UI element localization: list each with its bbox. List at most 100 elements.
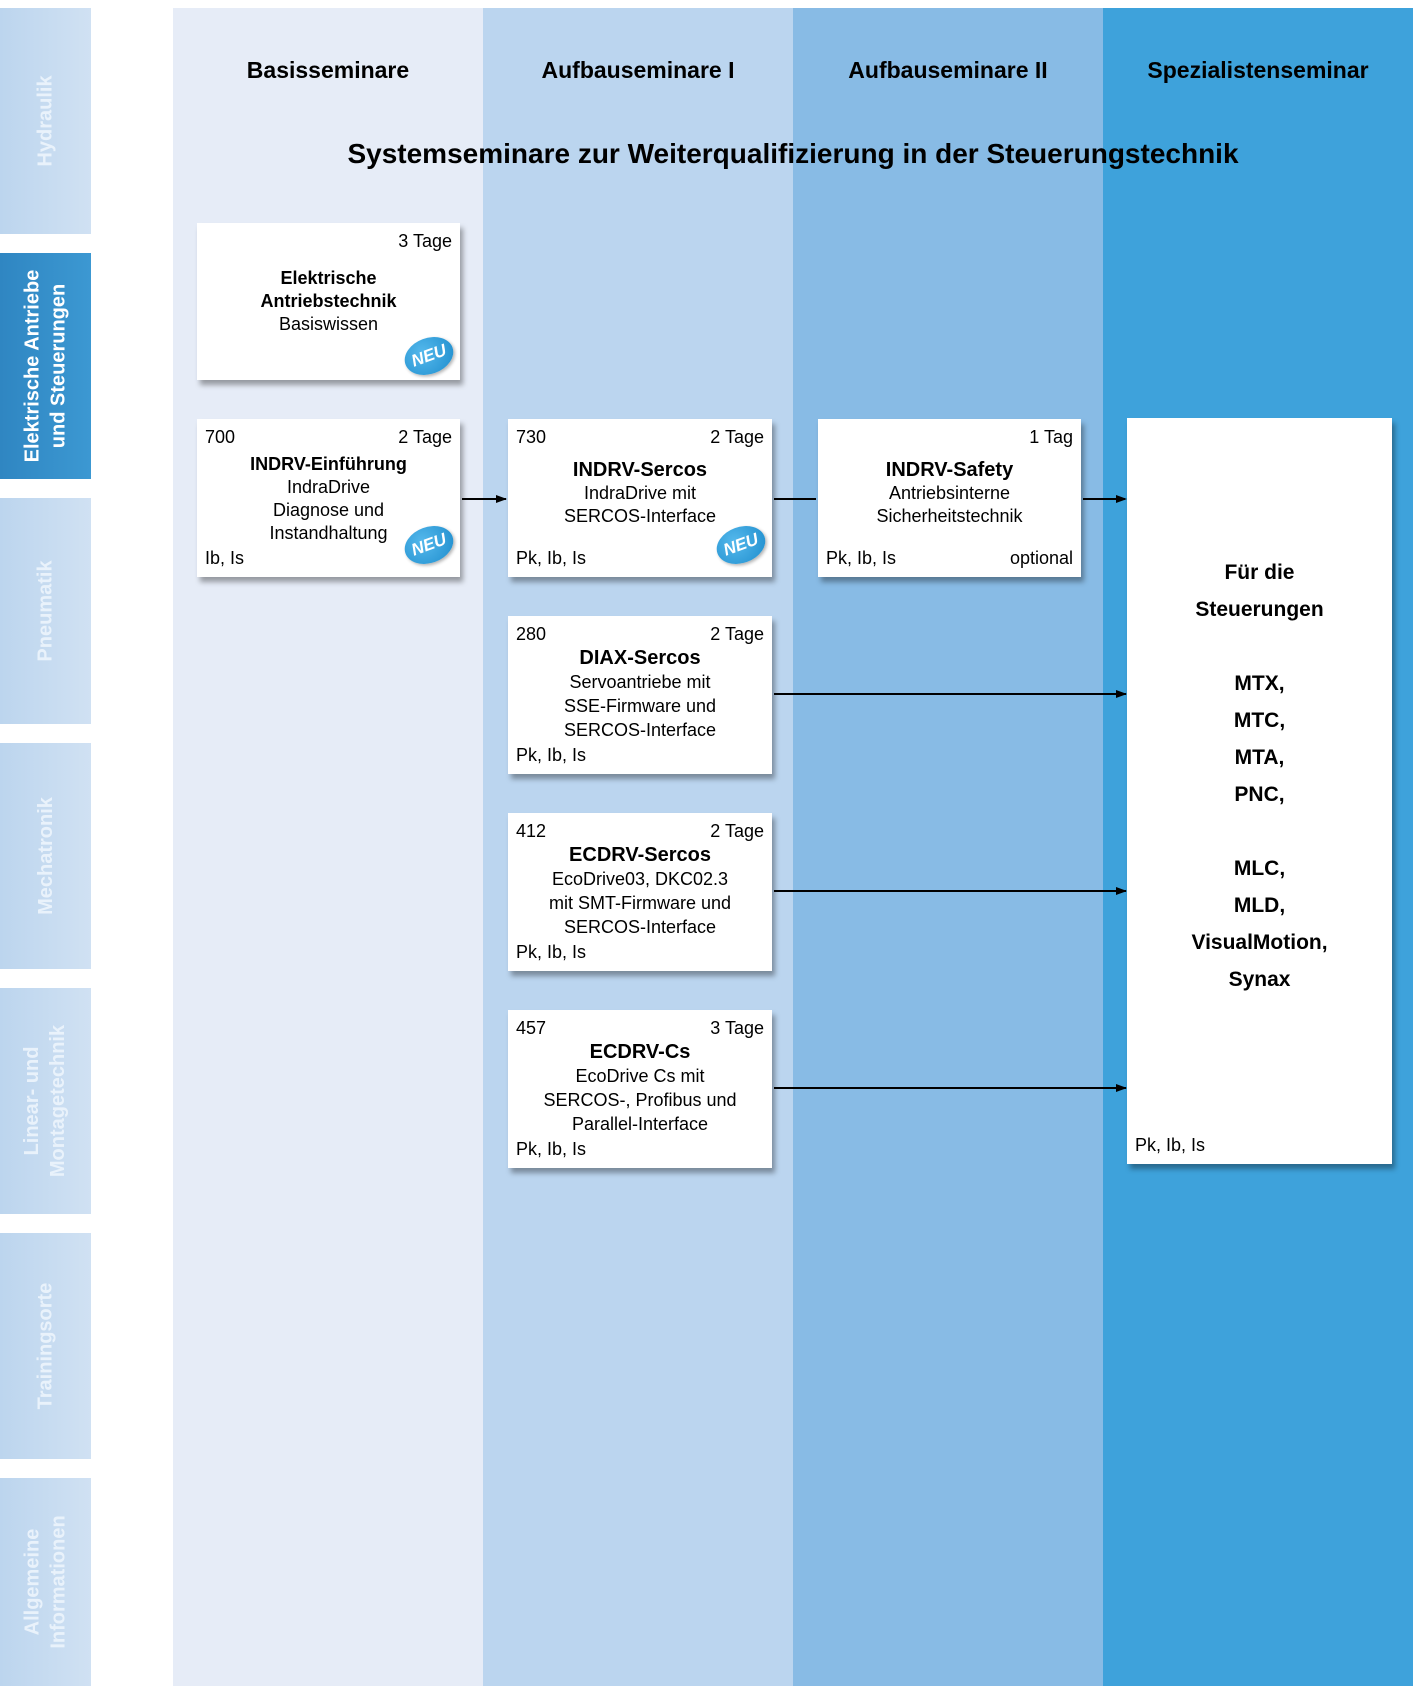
card-ecdrv-cs[interactable]: 457 3 Tage ECDRV-Cs EcoDrive Cs mit SERC… [508, 1010, 772, 1168]
card-title: INDRV-Sercos [572, 459, 708, 481]
steuerungen-line: Steuerungen [1195, 598, 1324, 621]
card-duration: 3 Tage [710, 1018, 764, 1038]
connector-line [774, 890, 1126, 892]
card-description: Antriebsinterne [888, 483, 1011, 503]
card-body: ECDRV-Cs EcoDrive Cs mit SERCOS-, Profib… [508, 1040, 772, 1136]
card-codes: Pk, Ib, Is [516, 942, 587, 962]
tab-label: Pneumatik [33, 560, 59, 661]
tab-label-line: Trainingsorte [34, 1282, 57, 1410]
arrow-icon [1116, 887, 1127, 895]
card-codes: Pk, Ib, Is [516, 548, 587, 568]
steuerungen-line: MLD, [1233, 894, 1286, 917]
card-title: INDRV-Safety [885, 459, 1014, 481]
card-codes: Pk, Ib, Is [826, 548, 897, 568]
card-description: SERCOS-Interface [563, 917, 717, 937]
card-title-line: Elektrische [280, 268, 377, 288]
card-title: DIAX-Sercos [579, 647, 701, 669]
heading-spezialistenseminar: Spezialistenseminar [1147, 56, 1369, 83]
tab-label: Mechatronik [33, 797, 59, 915]
tab-label-line: Allgemeine [21, 1528, 44, 1636]
card-number: 457 [516, 1018, 547, 1038]
card-duration: 1 Tag [1029, 427, 1073, 447]
card-codes: Pk, Ib, Is [516, 745, 587, 765]
arrow-icon [1116, 690, 1127, 698]
tab-label-line: Hydraulik [34, 75, 57, 167]
card-diax-sercos[interactable]: 280 2 Tage DIAX-Sercos Servoantriebe mit… [508, 616, 772, 774]
arrow-icon [1116, 495, 1127, 503]
card-title: ECDRV-Sercos [569, 844, 711, 866]
connector-line [774, 498, 816, 500]
card-description: SSE-Firmware und [563, 696, 717, 716]
card-number: 412 [516, 821, 547, 841]
card-number: 730 [516, 427, 547, 447]
card-indrv-einfuehrung[interactable]: 700 2 Tage INDRV-Einführung IndraDrive D… [197, 419, 460, 577]
card-ecdrv-sercos[interactable]: 412 2 Tage ECDRV-Sercos EcoDrive03, DKC0… [508, 813, 772, 971]
card-description: Parallel-Interface [571, 1114, 709, 1134]
steuerungen-line: MLC, [1233, 857, 1286, 880]
card-duration: 3 Tage [398, 231, 452, 251]
tab-trainingsorte[interactable]: Trainingsorte [0, 1233, 91, 1459]
card-description: IndraDrive [286, 477, 371, 497]
card-body: ECDRV-Sercos EcoDrive03, DKC02.3 mit SMT… [508, 843, 772, 939]
card-indrv-sercos[interactable]: 730 2 Tage INDRV-Sercos IndraDrive mit S… [508, 419, 772, 577]
card-codes: Ib, Is [205, 548, 245, 568]
card-title: INDRV-Einführung [250, 454, 407, 474]
tab-label-line: Elektrische Antriebe [21, 269, 44, 463]
card-body: DIAX-Sercos Servoantriebe mit SSE-Firmwa… [508, 646, 772, 742]
steuerungen-line: PNC, [1234, 783, 1285, 806]
card-duration: 2 Tage [710, 624, 764, 644]
card-title: ECDRV-Cs [589, 1041, 691, 1063]
heading-basisseminare: Basisseminare [246, 56, 410, 83]
tab-label-line: Montagetechnik [47, 1024, 70, 1178]
heading-aufbauseminare-2: Aufbauseminare II [848, 56, 1048, 83]
tab-label-line: Pneumatik [34, 560, 57, 662]
card-number: 280 [516, 624, 547, 644]
connector-line [1083, 498, 1125, 500]
card-elektrische-antriebstechnik[interactable]: 3 Tage Elektrische Antriebstechnik Basis… [197, 223, 460, 382]
steuerungen-line: MTX, [1234, 672, 1285, 695]
tab-label-line: Informationen [47, 1515, 70, 1649]
card-description: Servoantriebe mit [569, 672, 711, 692]
tab-mechatronik[interactable]: Mechatronik [0, 743, 91, 969]
card-description: mit SMT-Firmware und [548, 893, 732, 913]
card-description: IndraDrive mit [583, 483, 697, 503]
card-description: Instandhaltung [269, 523, 388, 543]
card-body: INDRV-Safety Antriebsinterne Sicherheits… [818, 459, 1081, 528]
tab-label-line: Linear- und [21, 1046, 44, 1156]
arrow-icon [1116, 1084, 1127, 1092]
card-optional-note: optional [1009, 548, 1073, 568]
new-badge: NEU [399, 330, 459, 382]
steuerungen-line: MTC, [1233, 709, 1286, 732]
card-description: EcoDrive Cs mit [575, 1066, 705, 1086]
steuerungen-line: Für die [1224, 561, 1295, 584]
steuerungen-line: MTA, [1234, 746, 1285, 769]
page-title: Systemseminare zur Weiterqualifizierung … [347, 138, 1239, 169]
tab-label-line: und Steuerungen [47, 283, 70, 449]
card-codes: Pk, Ib, Is [1135, 1135, 1206, 1155]
card-duration: 2 Tage [710, 821, 764, 841]
card-number: 700 [205, 427, 236, 447]
tab-hydraulik[interactable]: Hydraulik [0, 8, 91, 234]
tab-pneumatik[interactable]: Pneumatik [0, 498, 91, 724]
steuerungen-line: VisualMotion, [1191, 931, 1328, 954]
card-title-line: Antriebstechnik [260, 291, 397, 311]
card-body: INDRV-Sercos IndraDrive mit SERCOS-Inter… [508, 459, 772, 528]
tab-label: Trainingsorte [33, 1283, 59, 1410]
tab-label: Hydraulik [33, 75, 59, 166]
connector-line [774, 1087, 1126, 1089]
heading-aufbauseminare-1: Aufbauseminare I [541, 56, 735, 83]
card-steuerungen[interactable]: Für die Steuerungen MTX, MTC, MTA, PNC, … [1127, 418, 1392, 1164]
card-description: SERCOS-Interface [563, 720, 717, 740]
card-indrv-safety[interactable]: 1 Tag INDRV-Safety Antriebsinterne Siche… [818, 419, 1081, 577]
connector-line [462, 498, 506, 500]
card-duration: 2 Tage [710, 427, 764, 447]
card-codes: Pk, Ib, Is [516, 1139, 587, 1159]
column-aufbauseminare-2 [793, 8, 1103, 1686]
steuerungen-line: Synax [1228, 968, 1291, 991]
